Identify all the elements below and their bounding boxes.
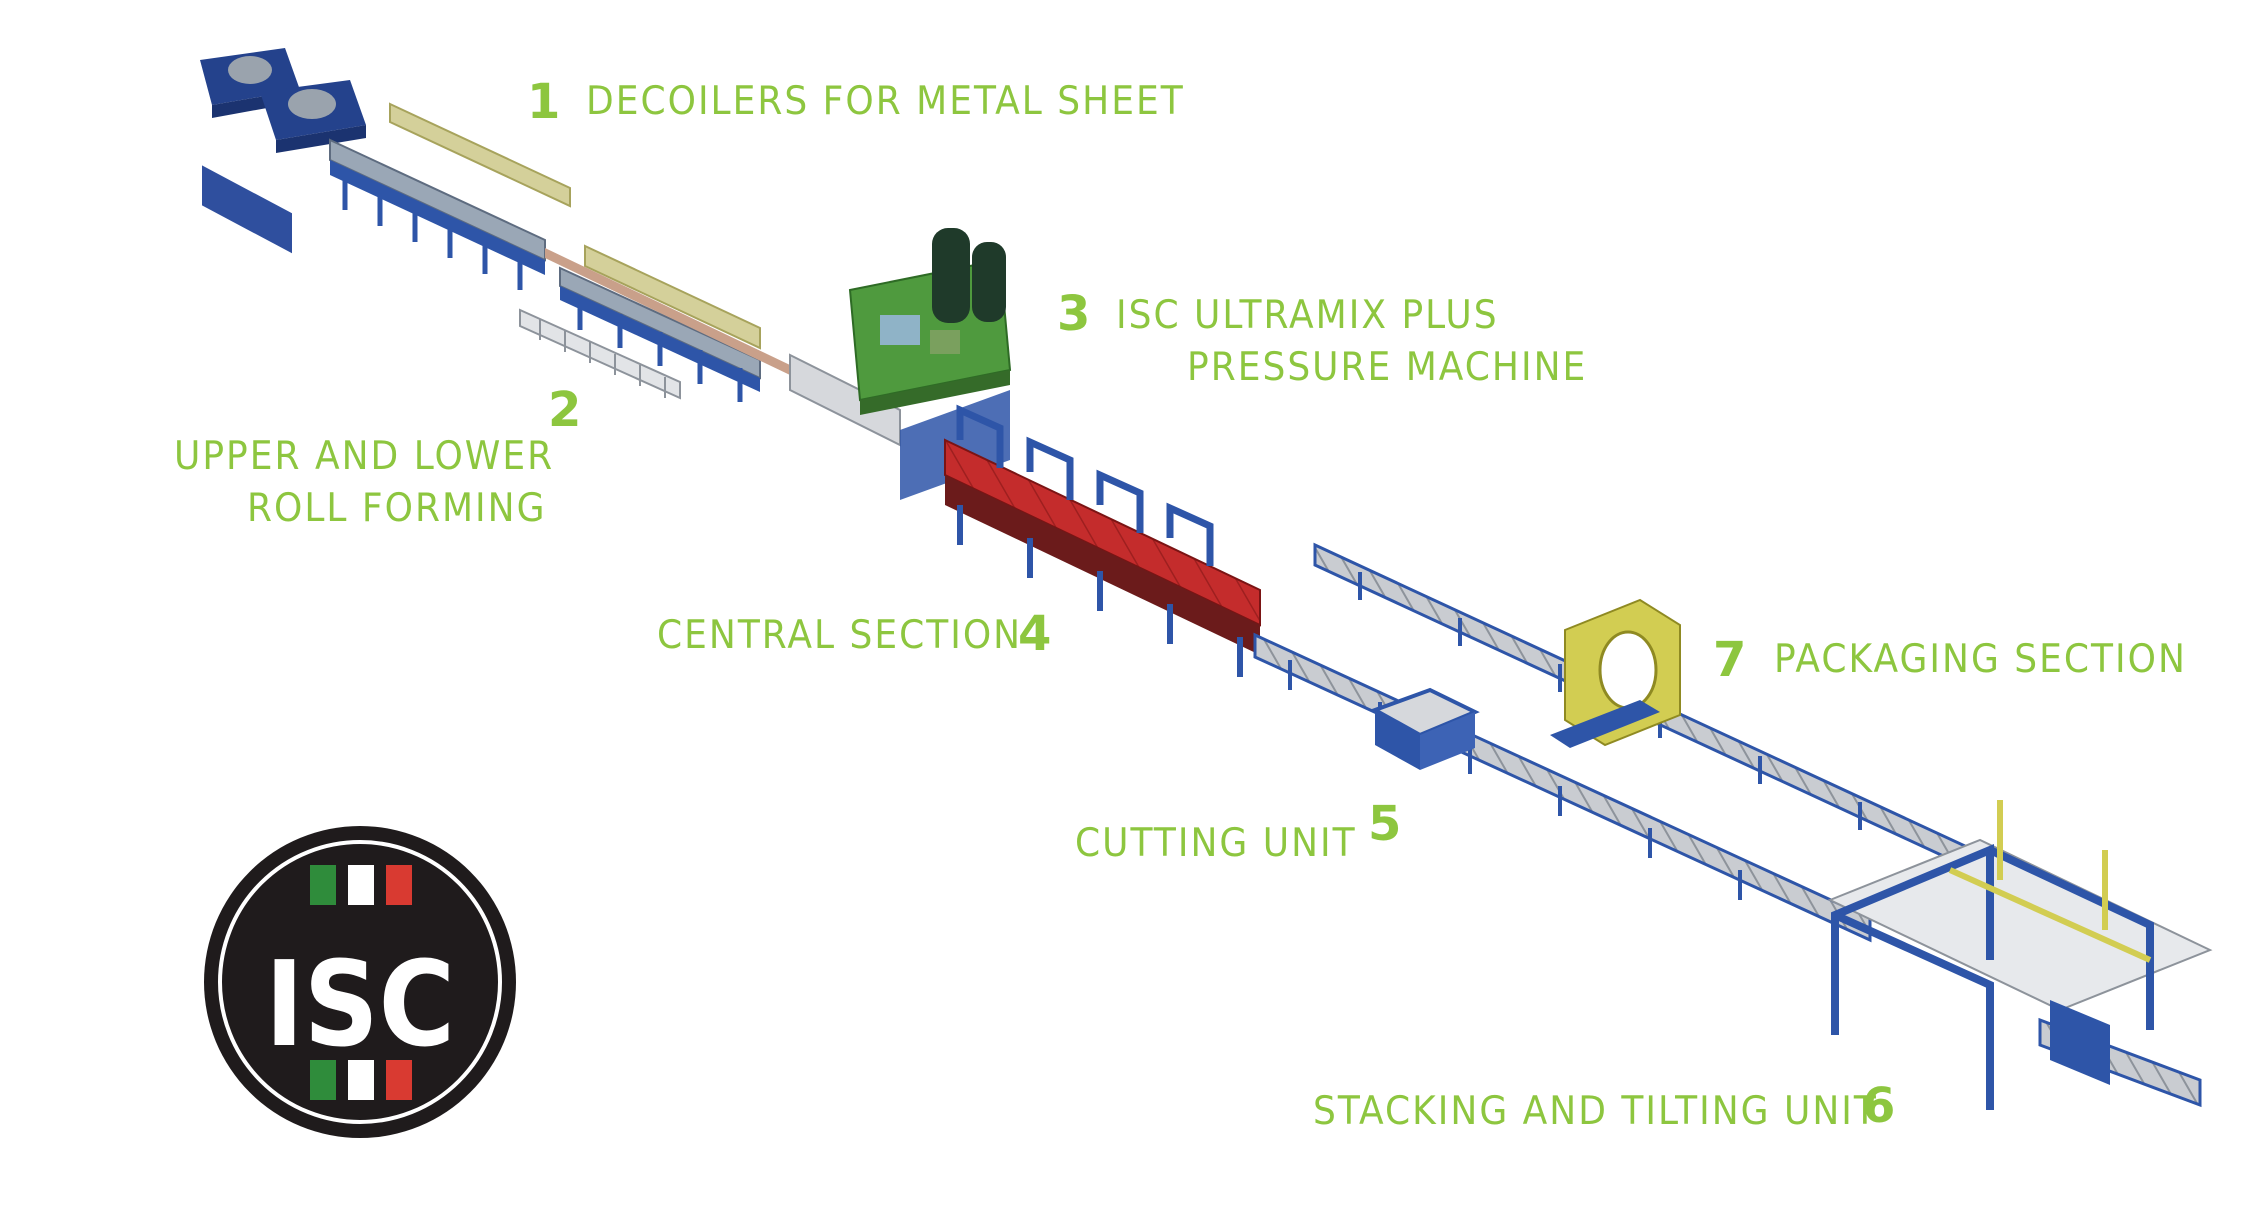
central-section-double-belt — [900, 390, 1261, 677]
stacking-tilting-unit — [1827, 800, 2213, 1110]
section-4-label: CENTRAL SECTION — [657, 612, 1023, 658]
ultramix-pressure-machine — [848, 228, 1012, 415]
section-1-label: DECOILERS FOR METAL SHEET — [586, 78, 1185, 124]
section-6-number: 6 — [1862, 1078, 1896, 1134]
section-5-label: CUTTING UNIT — [1075, 820, 1357, 866]
spare-roll-rack — [519, 308, 681, 400]
section-4-number: 4 — [1018, 606, 1052, 662]
decoiler-unit-2 — [260, 80, 366, 153]
italian-flag-stripes-top — [310, 865, 412, 905]
section-1-number: 1 — [527, 74, 561, 130]
isc-logo: ISC — [204, 826, 516, 1138]
packaging-wrapper-hood — [1550, 598, 1681, 748]
section-3-number: 3 — [1057, 286, 1091, 342]
section-2-number: 2 — [548, 382, 582, 438]
section-3-label-line-2: PRESSURE MACHINE — [1187, 344, 1588, 390]
section-7-number: 7 — [1713, 632, 1747, 688]
section-7-label: PACKAGING SECTION — [1774, 636, 2187, 682]
roll-forming-upper — [329, 102, 571, 290]
roll-forming-lower — [559, 244, 761, 402]
section-5-number: 5 — [1368, 796, 1402, 852]
section-6-label: STACKING AND TILTING UNIT — [1313, 1088, 1878, 1134]
cutting-unit — [1370, 687, 1480, 770]
italian-flag-stripes-bottom — [310, 1060, 412, 1100]
logo-text: ISC — [265, 935, 455, 1073]
section-2-label-line-2: ROLL FORMING — [247, 485, 547, 531]
section-2-label-line-1: UPPER AND LOWER — [174, 433, 555, 479]
section-3-label-line-1: ISC ULTRAMIX PLUS — [1116, 292, 1499, 338]
